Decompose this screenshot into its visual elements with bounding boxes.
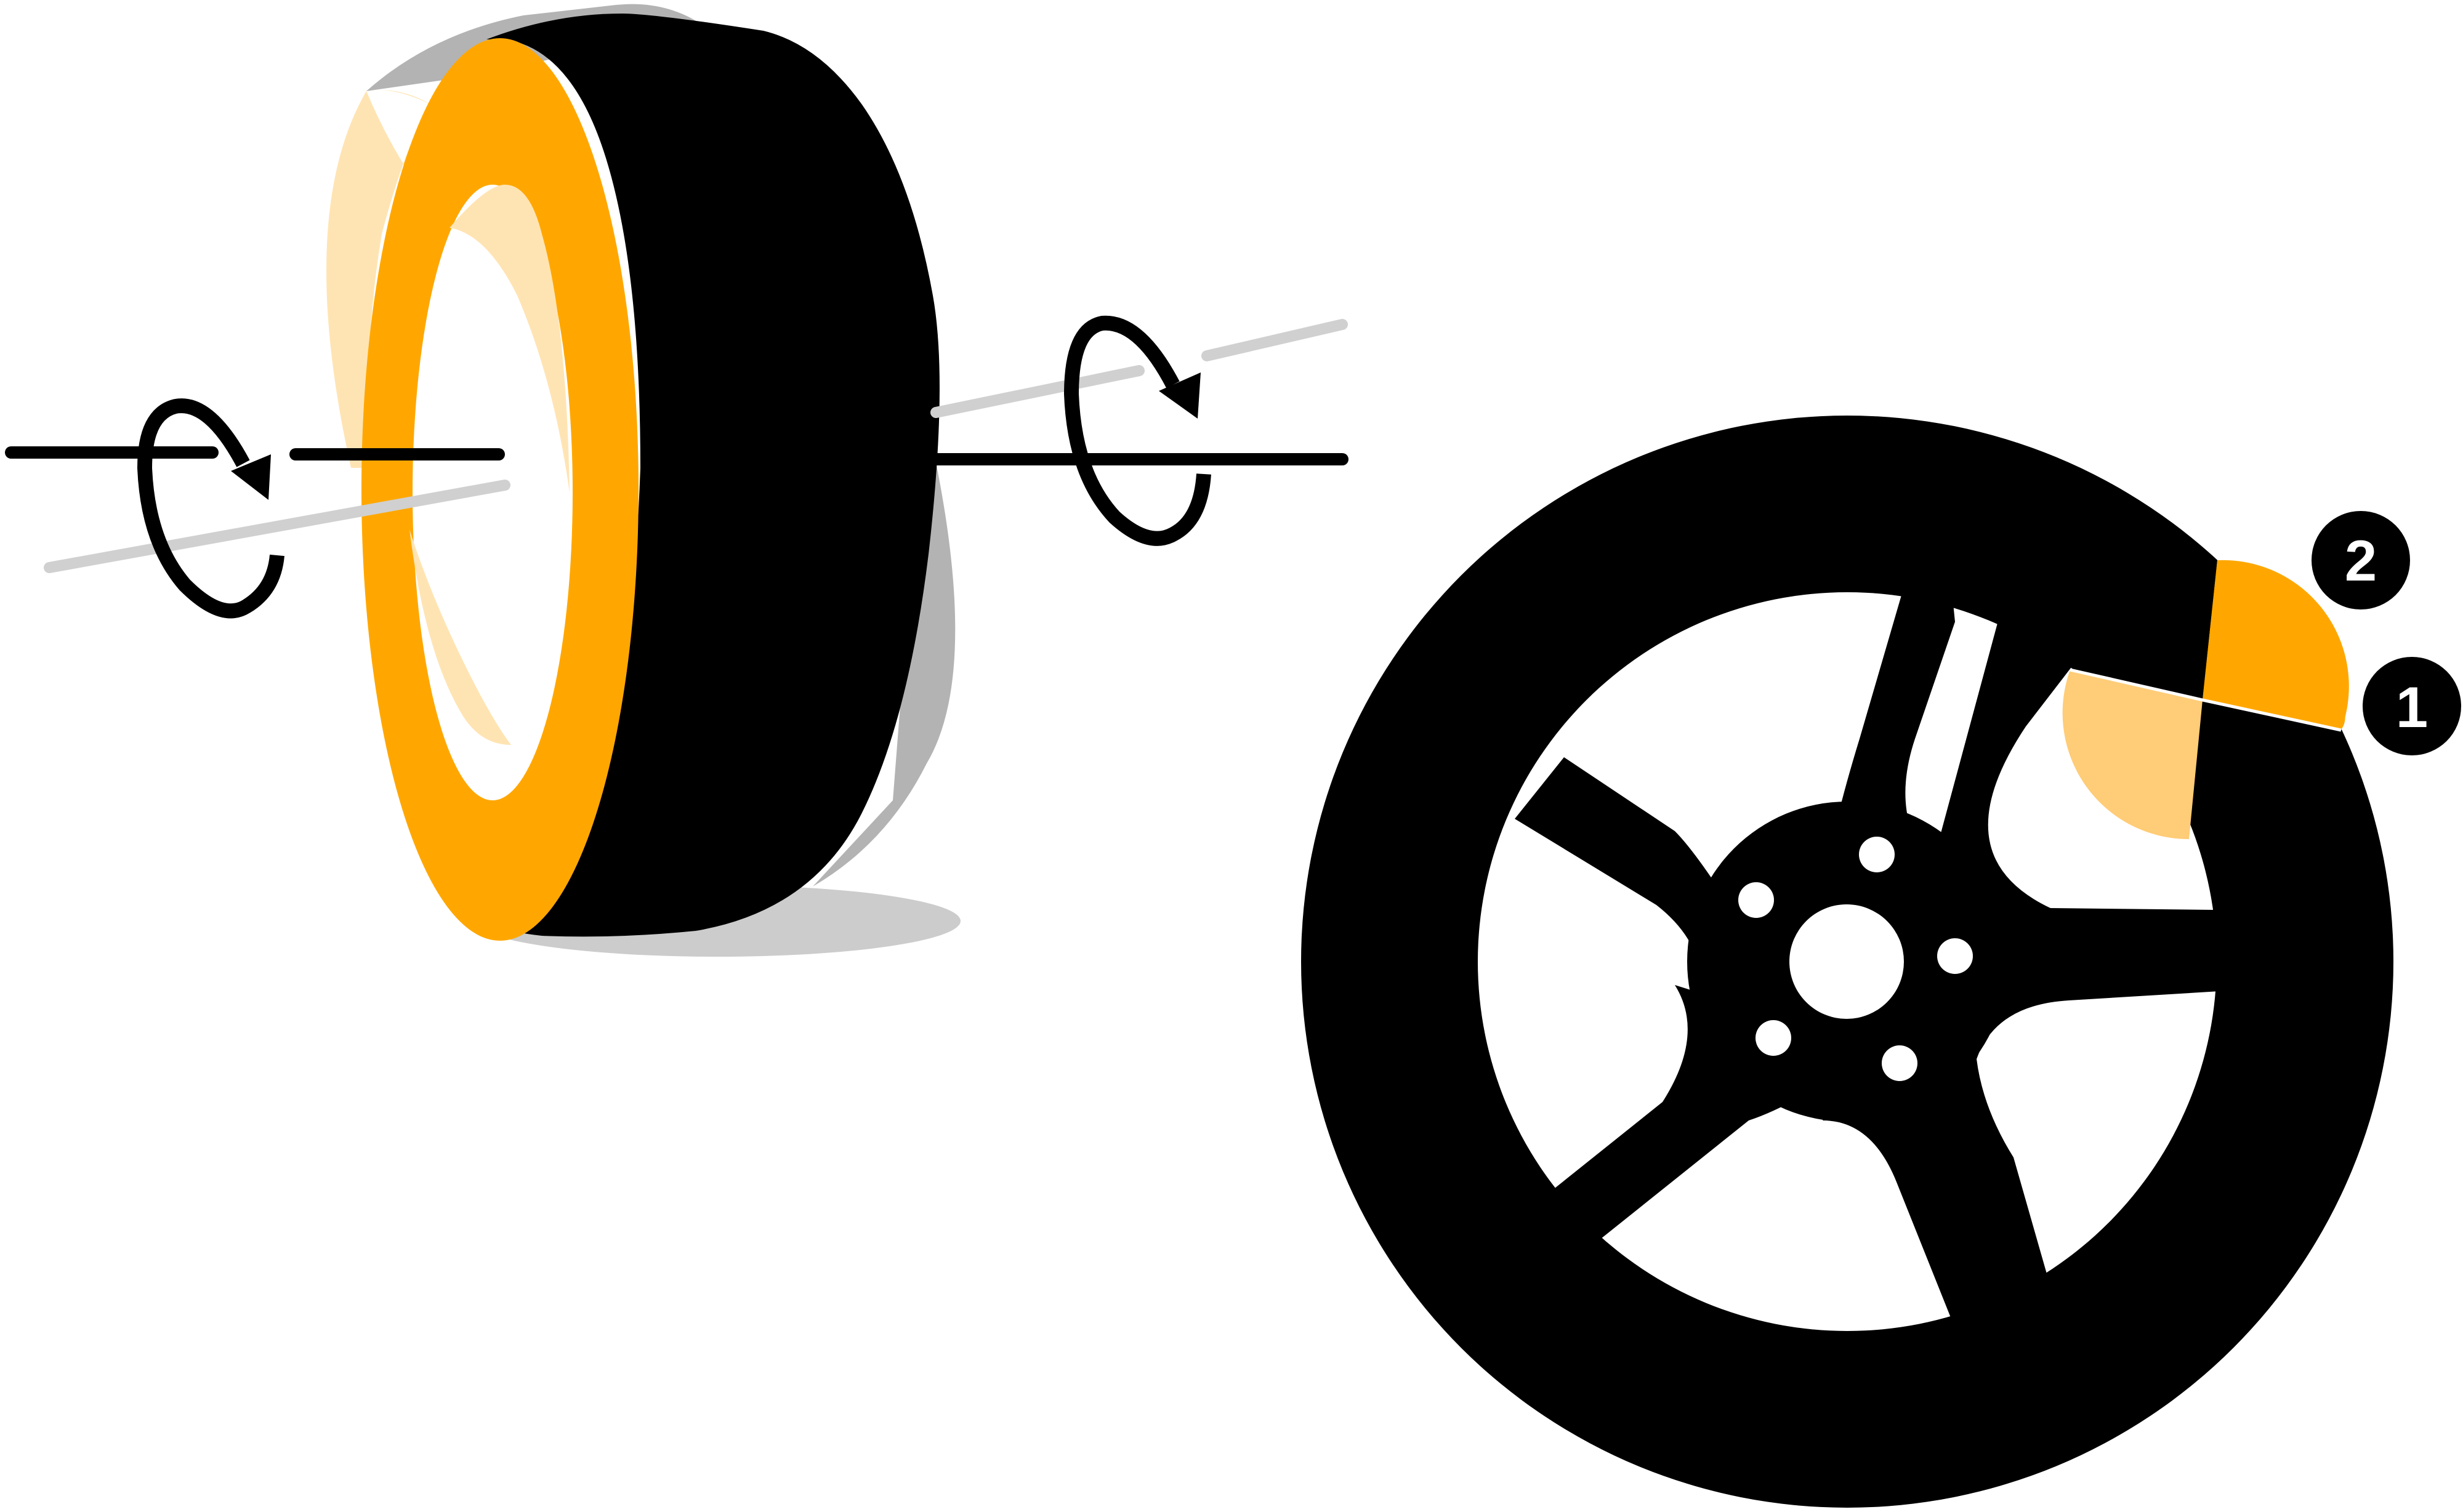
tire-body: [471, 14, 940, 937]
axis-tilted-right-a: [930, 365, 1145, 418]
wheel-hub-holes: [1738, 837, 1973, 1081]
lug-hole: [1756, 1020, 1791, 1056]
axis-tilted-left: [44, 480, 510, 573]
rim-thickness: [542, 369, 609, 751]
tilted-rim-ghost: [326, 90, 579, 493]
balance-segment-inner: [2062, 670, 2203, 840]
rim-inner-highlight: [409, 185, 570, 745]
lug-hole: [1738, 882, 1774, 918]
center-bore: [1789, 904, 1904, 1019]
rotation-arrow-right-icon: [1063, 315, 1211, 546]
balance-segment-outer-arc: [2203, 560, 2349, 730]
marker-2-badge: 2: [2312, 511, 2410, 609]
marker-1-badge: 1: [2363, 657, 2461, 755]
lug-hole: [1859, 837, 1895, 872]
rotation-arrow-left-icon: [137, 398, 284, 619]
wheel-front-group: [1301, 416, 2393, 1508]
tire-3d-group: [5, 4, 1348, 957]
marker-1-label: 1: [2396, 675, 2428, 739]
balance-segment-divider: [2070, 668, 2342, 732]
marker-2-label: 2: [2345, 528, 2377, 593]
axis-tilted-right-b: [1201, 319, 1348, 361]
lug-hole: [1937, 938, 1973, 974]
lug-hole: [1882, 1045, 1917, 1081]
